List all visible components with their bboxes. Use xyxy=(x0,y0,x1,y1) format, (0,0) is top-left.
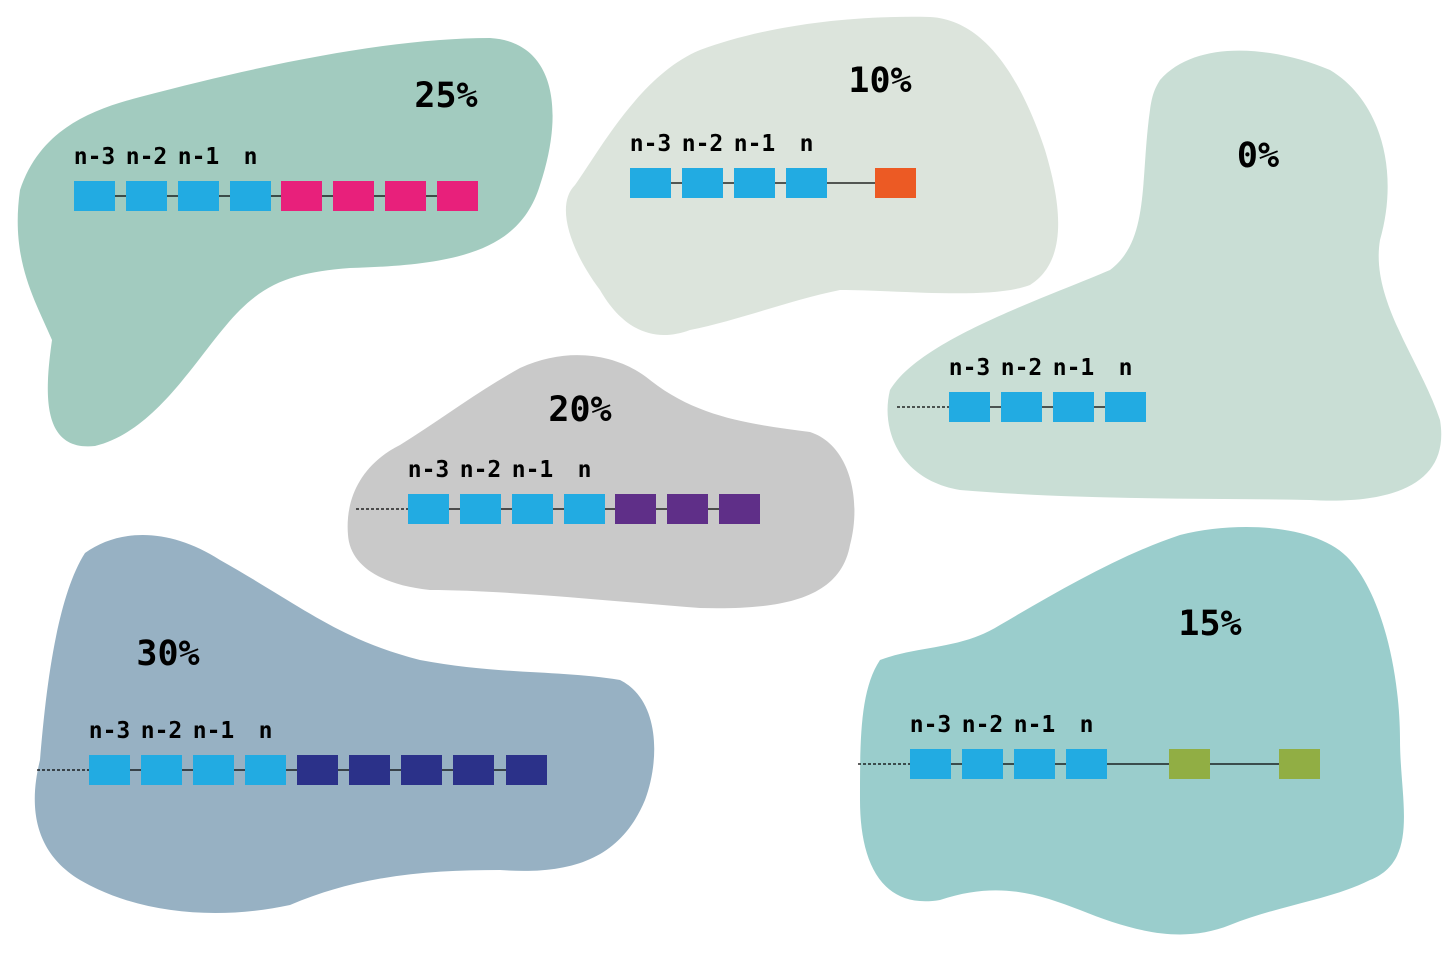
position-label: n xyxy=(244,144,258,170)
extra-block xyxy=(333,181,374,211)
group-10: 10% n-3 n-2 n-1 n xyxy=(630,61,916,198)
block-n-3 xyxy=(910,749,951,779)
extra-block xyxy=(615,494,656,524)
block-n-1 xyxy=(734,168,775,198)
block-n-3 xyxy=(408,494,449,524)
group-0: 0% n-3 n-2 n-1 n xyxy=(897,136,1279,422)
group-30: 30% n-3 n-2 n-1 n xyxy=(37,634,547,785)
percent-label: 15% xyxy=(1178,604,1241,644)
block-n-2 xyxy=(1001,392,1042,422)
position-label: n-3 xyxy=(89,718,131,744)
position-label: n-1 xyxy=(193,718,235,744)
block-n xyxy=(230,181,271,211)
extra-block xyxy=(437,181,478,211)
position-label: n xyxy=(578,457,592,483)
position-label: n-1 xyxy=(1053,355,1095,381)
block-n-2 xyxy=(460,494,501,524)
block-n-2 xyxy=(141,755,182,785)
block-n xyxy=(1105,392,1146,422)
group-25: 25% n-3 n-2 n-1 n xyxy=(74,76,478,211)
position-label: n-2 xyxy=(141,718,183,744)
position-label: n xyxy=(800,131,814,157)
blob-group-20 xyxy=(347,355,855,609)
percent-label: 25% xyxy=(414,76,477,116)
blob-group-15 xyxy=(860,527,1404,935)
position-label: n-2 xyxy=(1001,355,1043,381)
extra-block xyxy=(506,755,547,785)
blob-layer xyxy=(17,16,1442,935)
extra-block xyxy=(297,755,338,785)
block-n-1 xyxy=(512,494,553,524)
position-label: n-1 xyxy=(512,457,554,483)
extra-block xyxy=(453,755,494,785)
extra-block xyxy=(719,494,760,524)
percent-label: 20% xyxy=(548,390,611,430)
extra-block xyxy=(385,181,426,211)
block-n-2 xyxy=(962,749,1003,779)
extra-block xyxy=(667,494,708,524)
extra-block xyxy=(349,755,390,785)
block-n-3 xyxy=(74,181,115,211)
extra-block xyxy=(875,168,916,198)
block-n-2 xyxy=(682,168,723,198)
block-n-3 xyxy=(630,168,671,198)
extra-block xyxy=(401,755,442,785)
position-label: n xyxy=(1119,355,1133,381)
block-n-1 xyxy=(1014,749,1055,779)
block-n-3 xyxy=(949,392,990,422)
blob-group-25 xyxy=(17,38,553,447)
position-label: n-3 xyxy=(910,712,952,738)
position-label: n-3 xyxy=(408,457,450,483)
group-20: 20% n-3 n-2 n-1 n xyxy=(356,390,760,524)
block-n xyxy=(786,168,827,198)
position-label: n-2 xyxy=(460,457,502,483)
position-label: n-2 xyxy=(962,712,1004,738)
percent-label: 10% xyxy=(848,61,911,101)
block-n xyxy=(564,494,605,524)
group-15: 15% n-3 n-2 n-1 n xyxy=(858,604,1320,779)
position-label: n xyxy=(1080,712,1094,738)
block-n xyxy=(1066,749,1107,779)
position-label: n-1 xyxy=(734,131,776,157)
blob-group-0 xyxy=(887,50,1442,501)
block-n xyxy=(245,755,286,785)
position-label: n-2 xyxy=(126,144,168,170)
extra-block xyxy=(1169,749,1210,779)
extra-block xyxy=(1279,749,1320,779)
position-label: n-2 xyxy=(682,131,724,157)
position-label: n-3 xyxy=(74,144,116,170)
blob-group-30 xyxy=(34,535,655,913)
extra-block xyxy=(281,181,322,211)
position-label: n xyxy=(259,718,273,744)
block-n-2 xyxy=(126,181,167,211)
position-label: n-1 xyxy=(178,144,220,170)
block-n-1 xyxy=(1053,392,1094,422)
position-label: n-3 xyxy=(630,131,672,157)
position-label: n-1 xyxy=(1014,712,1056,738)
position-label: n-3 xyxy=(949,355,991,381)
block-n-1 xyxy=(178,181,219,211)
block-n-1 xyxy=(193,755,234,785)
percent-label: 30% xyxy=(136,634,199,674)
block-n-3 xyxy=(89,755,130,785)
percent-label: 0% xyxy=(1237,136,1279,176)
